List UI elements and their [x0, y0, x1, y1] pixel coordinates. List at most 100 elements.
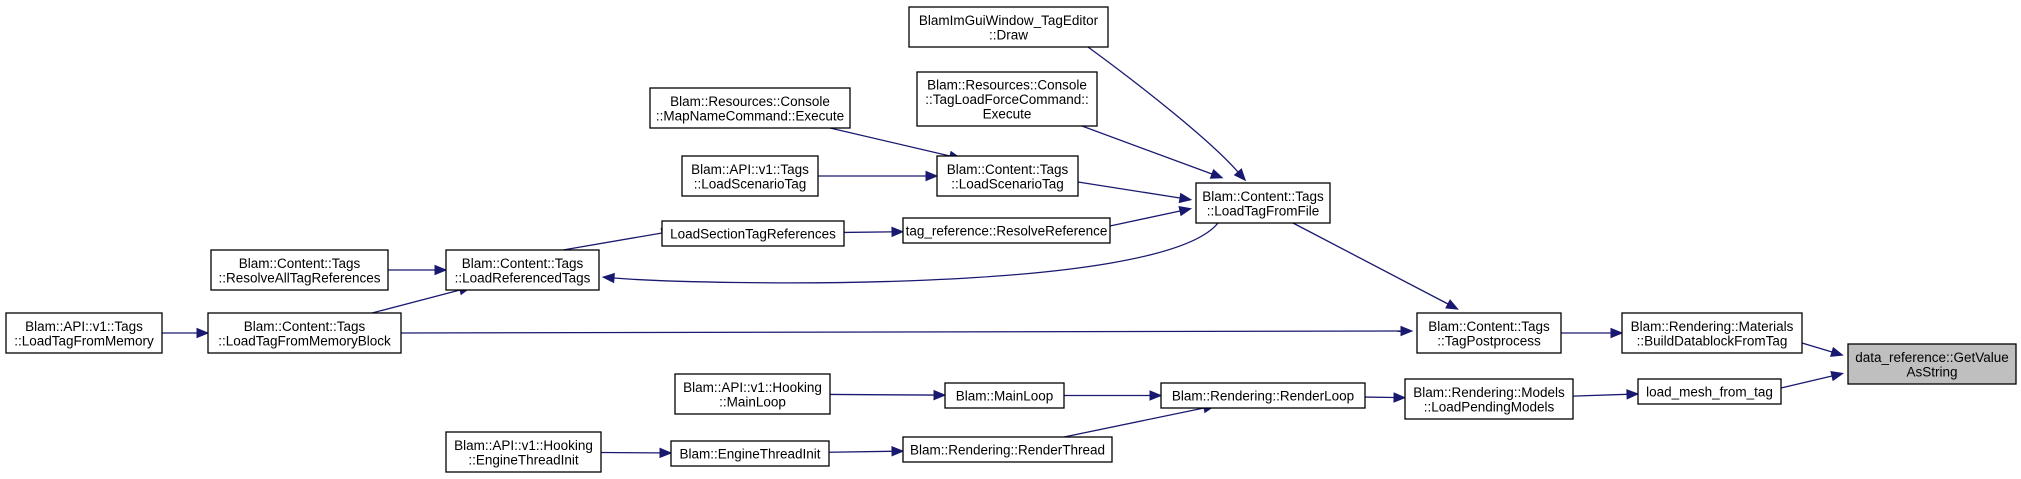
node-resolve-reference[interactable]: tag_reference::ResolveReference — [902, 217, 1111, 244]
arrowhead — [1445, 299, 1459, 310]
edge-line — [400, 330, 1402, 334]
node-api-hooking-main-loop[interactable]: Blam::API::v1::Hooking::MainLoop — [674, 373, 831, 415]
node-box — [908, 6, 1109, 48]
node-label-line: Blam::Content::Tags — [1428, 319, 1550, 334]
node-engine-thread-init[interactable]: Blam::EngineThreadInit — [670, 440, 830, 467]
node-box — [670, 440, 830, 467]
edge-builddb-to-getvalue — [1801, 342, 1844, 357]
node-api-load-scenario-tag[interactable]: Blam::API::v1::Tags::LoadScenarioTag — [681, 155, 819, 197]
node-render-thread[interactable]: Blam::Rendering::RenderThread — [902, 436, 1113, 463]
arrowhead — [1233, 168, 1247, 182]
edge-enginethreadinit-to-renderthread — [828, 446, 905, 457]
node-label-line: Blam::MainLoop — [956, 389, 1054, 404]
node-box — [210, 249, 389, 291]
edge-tageditor-to-loadtagfromfile — [1087, 46, 1247, 182]
node-map-name-command-execute[interactable]: Blam::Resources::Console::MapNameCommand… — [649, 87, 851, 129]
node-label-line: ::TagLoadForceCommand:: — [925, 92, 1089, 107]
node-label-line: Blam::API::v1::Hooking — [454, 438, 593, 453]
arrowhead — [891, 446, 905, 457]
edge-line — [371, 289, 461, 314]
edge-line — [843, 231, 893, 234]
edge-line — [1087, 46, 1239, 173]
node-api-load-tag-from-memory[interactable]: Blam::API::v1::Tags::LoadTagFromMemory — [5, 312, 163, 354]
node-box — [207, 312, 402, 354]
node-load-scenario-tag[interactable]: Blam::Content::Tags::LoadScenarioTag — [936, 155, 1079, 197]
edge-loadtagmemblock-to-tagpost — [400, 325, 1414, 337]
node-label-line: tag_reference::ResolveReference — [906, 224, 1108, 239]
edge-line — [1081, 125, 1213, 175]
node-label-line: ::ResolveAllTagReferences — [218, 270, 380, 285]
edge-line — [829, 393, 935, 396]
node-box — [649, 87, 851, 129]
node-label-line: ::TagPostprocess — [1437, 333, 1541, 348]
edge-apiloadscen-to-loadscenario — [818, 170, 939, 182]
node-label-line: ::LoadPendingModels — [1424, 399, 1555, 414]
node-label-line: BlamImGuiWindow_TagEditor — [919, 13, 1099, 28]
node-label-line: ::LoadTagFromMemory — [14, 333, 154, 348]
edges-layer — [162, 46, 1844, 459]
arrowhead — [1149, 390, 1163, 401]
edge-line — [1801, 342, 1833, 353]
node-label-line: Blam::Rendering::Models — [1413, 385, 1565, 400]
node-label-line: ::Draw — [989, 27, 1028, 42]
node-render-loop[interactable]: Blam::Rendering::RenderLoop — [1160, 382, 1366, 409]
node-label-line: Blam::Resources::Console — [927, 78, 1087, 93]
arrowhead — [1610, 327, 1624, 339]
node-tag-load-force-command-execute[interactable]: Blam::Resources::Console::TagLoadForceCo… — [916, 71, 1098, 127]
node-load-pending-models[interactable]: Blam::Rendering::Models::LoadPendingMode… — [1404, 378, 1574, 420]
arrowhead — [1626, 389, 1640, 400]
node-tag-editor-draw[interactable]: BlamImGuiWindow_TagEditor::Draw — [908, 6, 1109, 48]
node-main-loop[interactable]: Blam::MainLoop — [944, 382, 1065, 409]
node-label-line: Blam::Content::Tags — [462, 256, 584, 271]
node-label-line: Blam::Content::Tags — [947, 162, 1069, 177]
node-box — [936, 155, 1079, 197]
node-load-referenced-tags[interactable]: Blam::Content::Tags::LoadReferencedTags — [445, 249, 600, 291]
edge-line — [1572, 393, 1628, 397]
node-label-line: load_mesh_from_tag — [1646, 385, 1773, 400]
edge-line — [1063, 407, 1205, 438]
node-build-datablock-from-tag[interactable]: Blam::Rendering::Materials::BuildDatablo… — [1621, 312, 1803, 354]
node-box — [902, 436, 1113, 463]
edge-resolveall-to-loadrefd — [388, 264, 448, 276]
edge-mainloop-to-renderloop — [1064, 390, 1163, 401]
node-label-line: Execute — [983, 107, 1032, 122]
edge-resolveref-to-loadtagfromfile — [1109, 205, 1193, 227]
node-box — [1847, 343, 2017, 385]
node-tag-postprocess[interactable]: Blam::Content::Tags::TagPostprocess — [1416, 312, 1562, 354]
node-resolve-all-tag-references[interactable]: Blam::Content::Tags::ResolveAllTagRefere… — [210, 249, 389, 291]
node-box — [944, 382, 1065, 409]
edge-line — [1780, 375, 1833, 389]
node-box — [1637, 378, 1782, 405]
node-label-line: Blam::API::v1::Hooking — [683, 380, 822, 395]
node-box — [902, 217, 1111, 244]
node-box — [681, 155, 819, 197]
edge-loadscenario-to-loadtagfromfile — [1077, 181, 1193, 204]
node-box — [1195, 182, 1331, 224]
arrowhead — [601, 272, 615, 284]
node-load-mesh-from-tag[interactable]: load_mesh_from_tag — [1637, 378, 1782, 405]
node-load-section-tag-references[interactable]: LoadSectionTagReferences — [661, 220, 845, 247]
arrowhead — [1209, 168, 1224, 179]
edge-line — [1109, 210, 1181, 227]
node-box — [661, 220, 845, 247]
arrowhead — [196, 327, 210, 339]
node-load-tag-from-file[interactable]: Blam::Content::Tags::LoadTagFromFile — [1195, 182, 1331, 224]
node-label-line: Blam::Resources::Console — [670, 94, 830, 109]
edge-line — [1077, 181, 1181, 199]
node-label-line: ::LoadScenarioTag — [951, 176, 1064, 191]
arrowhead — [1400, 325, 1414, 337]
node-label-line: Blam::API::v1::Tags — [691, 162, 809, 177]
node-load-tag-from-memory-block[interactable]: Blam::Content::Tags::LoadTagFromMemoryBl… — [207, 312, 402, 354]
edge-apienginethread-to-enginethreadinit — [600, 447, 673, 459]
edge-line — [829, 127, 951, 157]
edge-loadsectionrefs-to-resolveref — [843, 226, 905, 238]
node-box — [445, 249, 600, 291]
node-label-line: Blam::API::v1::Tags — [25, 319, 143, 334]
node-api-hooking-engine-thread-init[interactable]: Blam::API::v1::Hooking::EngineThreadInit — [445, 431, 602, 473]
node-label-line: ::LoadScenarioTag — [694, 176, 807, 191]
node-label-line: AsString — [1906, 364, 1957, 379]
node-label-line: data_reference::GetValue — [1855, 350, 2009, 365]
edge-line — [1292, 222, 1449, 305]
